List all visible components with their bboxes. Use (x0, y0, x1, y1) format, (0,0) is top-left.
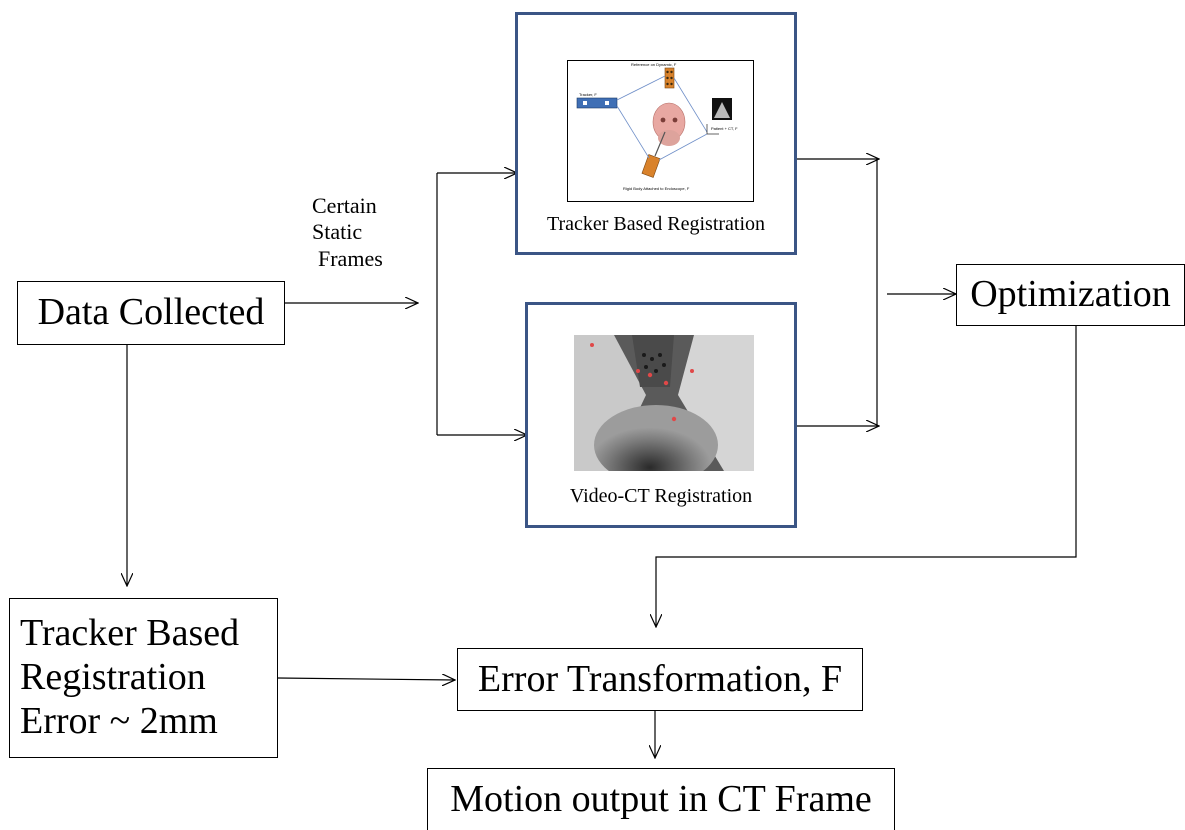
patient-fig-label: Patient + CT, F (711, 126, 738, 131)
video-ct-panel-caption: Video-CT Registration (569, 485, 753, 507)
video-ct-panel: Video-CT Registration (525, 302, 797, 528)
static-frames-label-line2: Static (312, 219, 363, 245)
reference-fig-label: Reference on Dynamic, F (631, 62, 677, 67)
optimization-box: Optimization (956, 264, 1185, 326)
data-collected-box: Data Collected (17, 281, 285, 345)
motion-output-box: Motion output in CT Frame (427, 768, 895, 830)
tracker-error-line2: Registration (20, 656, 206, 699)
arrow-tracker-error-to-transform (277, 678, 455, 680)
tracker-error-line3: Error ~ 2mm (20, 699, 218, 742)
error-transformation-label: Error Transformation, F (477, 657, 843, 700)
data-collected-label: Data Collected (37, 291, 265, 334)
tracker-error-box: Tracker Based Registration Error ~ 2mm (9, 598, 278, 758)
tracker-error-line1: Tracker Based (20, 612, 240, 655)
endoscope-video-frame (574, 335, 754, 471)
endoscope-marker-icon (641, 154, 661, 178)
motion-output-label: Motion output in CT Frame (450, 777, 872, 820)
tracker-registration-figure: Tracker, F Reference on Dynamic, F Rigid… (567, 60, 754, 202)
static-frames-label: Certain Static Frames (312, 193, 383, 272)
error-transformation-box: Error Transformation, F (457, 648, 863, 711)
arrow-optimization-to-error (656, 326, 1077, 627)
tracker-camera-icon (576, 97, 618, 109)
tracker-registration-panel: Tracker, F Reference on Dynamic, F Rigid… (515, 12, 797, 255)
static-frames-label-line3: Frames (318, 245, 383, 271)
tracker-panel-caption: Tracker Based Registration (546, 213, 766, 235)
tracker-fig-label: Tracker, F (579, 92, 597, 97)
optimization-label: Optimization (970, 273, 1171, 316)
rigid-body-fig-label: Rigid Body Attached to Endoscope, F (623, 186, 690, 191)
static-frames-label-line1: Certain (312, 193, 377, 218)
